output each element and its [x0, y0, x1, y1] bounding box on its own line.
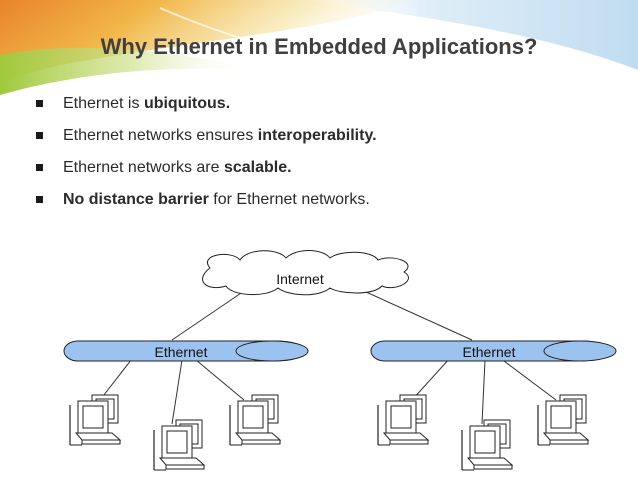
bullet-bold-text: ubiquitous. [143, 95, 231, 112]
bullet-bold-text: scalable. [223, 159, 292, 176]
bullet-bold-text: No distance barrier [63, 191, 209, 208]
connection-lines [99, 286, 557, 425]
ethernet-bus-left: Ethernet [63, 340, 309, 362]
bullet-bold-text: interoperability. [257, 127, 377, 144]
bullet-text: No distance barrier for Ethernet network… [63, 184, 370, 216]
ethernet-label: Ethernet [463, 344, 516, 360]
bullet-text: Ethernet networks are scalable. [63, 152, 292, 184]
square-bullet-icon [36, 164, 43, 171]
ethernet-label: Ethernet [155, 344, 208, 360]
bullet-plain-text: for Ethernet networks. [208, 191, 370, 208]
bullet-plain-text: Ethernet networks are [63, 159, 224, 176]
ethernet-bus-right: Ethernet [370, 340, 617, 362]
computer-icon [69, 394, 121, 446]
computer-icon [461, 419, 513, 471]
internet-cloud: Internet [202, 250, 409, 296]
computer-icon [153, 419, 205, 471]
cloud-label: Internet [276, 271, 324, 287]
square-bullet-icon [36, 132, 43, 139]
slide-title: Why Ethernet in Embedded Applications? [100, 34, 538, 59]
bullet-plain-text: Ethernet is [63, 95, 144, 112]
bullet-plain-text: Ethernet networks ensures [63, 127, 258, 144]
bullet-text: Ethernet networks ensures interoperabili… [63, 120, 377, 152]
bullet-text: Ethernet is ubiquitous. [63, 88, 230, 120]
computer-icon [537, 394, 589, 446]
computer-icon [229, 394, 281, 446]
square-bullet-icon [36, 196, 43, 203]
square-bullet-icon [36, 100, 43, 107]
computer-icon [377, 394, 429, 446]
